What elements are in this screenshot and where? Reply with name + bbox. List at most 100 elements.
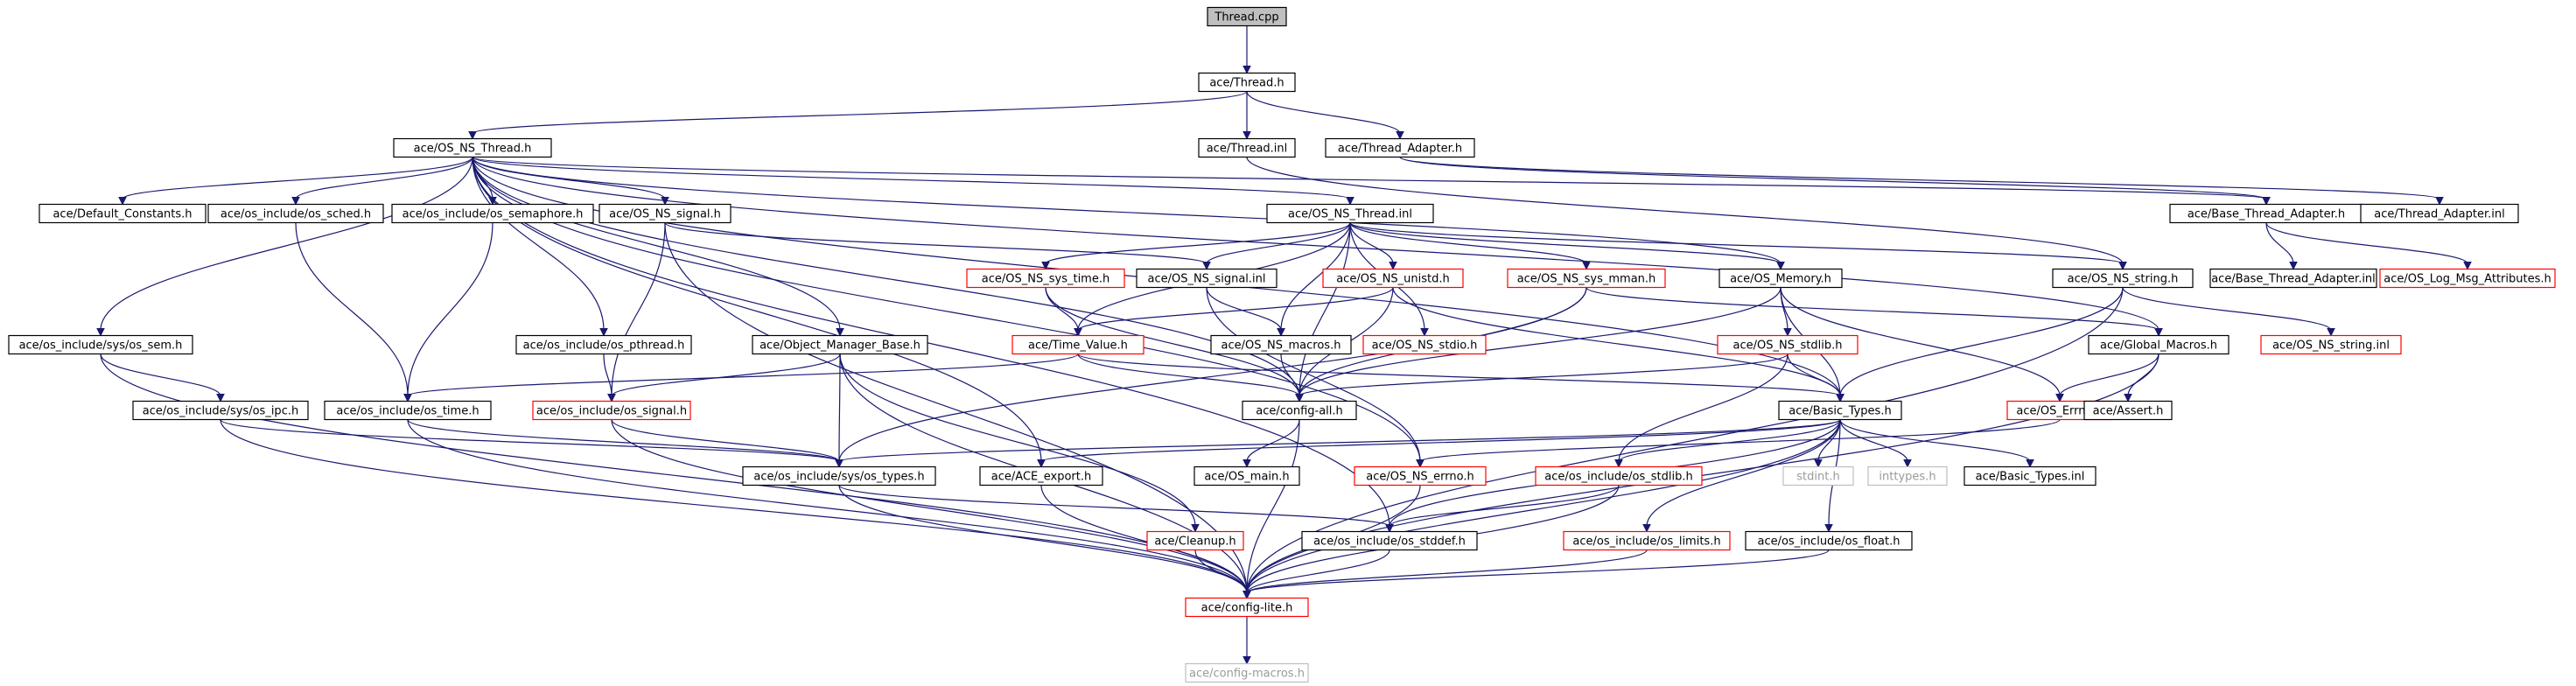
- arrowhead-os_ns_thread_inl-to-os_memory_h: [1776, 262, 1785, 270]
- node-os_main_h[interactable]: ace/OS_main.h: [1194, 466, 1300, 486]
- node-os_ns_macros_h[interactable]: ace/OS_NS_macros.h: [1210, 334, 1352, 355]
- node-os_memory_h[interactable]: ace/OS_Memory.h: [1718, 268, 1843, 289]
- node-os_stddef_h[interactable]: ace/os_include/os_stddef.h: [1301, 530, 1478, 551]
- node-label-os_ns_signal_h: ace/OS_NS_signal.h: [609, 208, 721, 221]
- node-os_sem_h[interactable]: ace/os_include/sys/os_sem.h: [8, 334, 193, 355]
- node-os_ns_sys_time_h[interactable]: ace/OS_NS_sys_time.h: [966, 268, 1125, 289]
- node-os_ns_thread_inl[interactable]: ace/OS_NS_Thread.inl: [1266, 203, 1434, 224]
- node-thread_adapter_h[interactable]: ace/Thread_Adapter.h: [1325, 137, 1475, 158]
- node-assert_h[interactable]: ace/Assert.h: [2083, 400, 2173, 421]
- node-inttypes_h[interactable]: inttypes.h: [1867, 466, 1948, 486]
- node-os_ns_signal_inl[interactable]: ace/OS_NS_signal.inl: [1136, 268, 1278, 289]
- arrowhead-os_ns_thread_inl-to-os_ns_sys_mman_h: [1582, 262, 1591, 270]
- node-os_stdlib_h[interactable]: ace/os_include/os_stdlib.h: [1535, 466, 1703, 486]
- node-os_limits_h[interactable]: ace/os_include/os_limits.h: [1563, 530, 1731, 551]
- node-basic_types_inl[interactable]: ace/Basic_Types.inl: [1964, 466, 2096, 486]
- edge-thread_adapter_h-to-base_thread_adapter_h: [1399, 156, 2267, 200]
- node-os_log_msg_attributes_h[interactable]: ace/OS_Log_Msg_Attributes.h: [2379, 268, 2556, 289]
- node-box-ace_export_h: [979, 466, 1103, 486]
- node-os_time_h[interactable]: ace/os_include/os_time.h: [324, 400, 492, 421]
- node-thread_adapter_inl[interactable]: ace/Thread_Adapter.inl: [2360, 203, 2519, 224]
- node-thread_inl[interactable]: ace/Thread.inl: [1198, 137, 1296, 158]
- node-label-os_ns_string_h: ace/OS_NS_string.h: [2068, 273, 2179, 286]
- node-label-os_ns_macros_h: ace/OS_NS_macros.h: [1222, 340, 1341, 353]
- node-global_macros_h[interactable]: ace/Global_Macros.h: [2088, 334, 2230, 355]
- node-label-os_ns_sys_mman_h: ace/OS_NS_sys_mman.h: [1517, 273, 1656, 286]
- arrowhead-thread_h-to-thread_adapter_h: [1396, 131, 1404, 140]
- node-os_ns_unistd_h[interactable]: ace/OS_NS_unistd.h: [1322, 268, 1464, 289]
- node-label-os_limits_h: ace/os_include/os_limits.h: [1572, 536, 1720, 549]
- node-os_ns_string_h[interactable]: ace/OS_NS_string.h: [2052, 268, 2194, 289]
- node-box-os_semaphore_h: [391, 203, 594, 224]
- node-label-thread_h: ace/Thread.h: [1209, 77, 1284, 90]
- node-base_thread_adapter_h[interactable]: ace/Base_Thread_Adapter.h: [2169, 203, 2363, 224]
- node-box-os_ns_string_h: [2052, 268, 2194, 289]
- arrowhead-os_ns_thread_inl-to-os_ns_string_h: [2118, 262, 2127, 270]
- node-default_constants_h[interactable]: ace/Default_Constants.h: [38, 203, 206, 224]
- node-os_ns_sys_mman_h[interactable]: ace/OS_NS_sys_mman.h: [1507, 268, 1666, 289]
- arrowhead-base_thread_adapter_h-to-base_thread_adapter_inl: [2289, 262, 2298, 270]
- node-base_thread_adapter_inl[interactable]: ace/Base_Thread_Adapter.inl: [2209, 268, 2377, 289]
- node-box-os_types_h: [742, 466, 936, 486]
- node-os_pthread_h[interactable]: ace/os_include/os_pthread.h: [515, 334, 692, 355]
- arrowhead-os_ns_thread_h-to-object_manager_base_h: [836, 328, 844, 337]
- edge-os_ns_thread_h-to-os_stddef_h: [472, 157, 1390, 527]
- node-box-thread_adapter_inl: [2360, 203, 2519, 224]
- node-config_all_h[interactable]: ace/config-all.h: [1242, 400, 1357, 421]
- node-os_types_h[interactable]: ace/os_include/sys/os_types.h: [742, 466, 936, 486]
- node-label-cleanup_h: ace/Cleanup.h: [1154, 536, 1236, 549]
- node-os_ns_stdio_h[interactable]: ace/OS_NS_stdio.h: [1362, 334, 1487, 355]
- node-label-os_ns_string_inl: ace/OS_NS_string.inl: [2272, 340, 2390, 353]
- node-config_lite_h[interactable]: ace/config-lite.h: [1185, 597, 1309, 618]
- node-label-thread_inl: ace/Thread.inl: [1207, 143, 1288, 156]
- edge-os_memory_h-to-os_errno_h: [1780, 287, 2061, 396]
- node-box-os_ns_unistd_h: [1322, 268, 1464, 289]
- node-basic_types_h[interactable]: ace/Basic_Types.h: [1778, 400, 1902, 421]
- edge-os_ns_signal_h-to-os_signal_h: [611, 222, 666, 396]
- node-box-os_ns_errno_h: [1354, 466, 1487, 486]
- arrowhead-global_macros_h-to-assert_h: [2124, 394, 2132, 402]
- arrowhead-os_ns_thread_h-to-os_sched_h: [291, 197, 300, 206]
- edge-basic_types_h-to-ace_export_h: [1040, 418, 1841, 463]
- arrowhead-os_memory_h-to-os_ns_stdlib_h: [1783, 328, 1792, 337]
- node-box-cleanup_h: [1146, 530, 1244, 551]
- node-os_ns_stdlib_h[interactable]: ace/OS_NS_stdlib.h: [1717, 334, 1858, 355]
- node-label-os_errno_h: ace/OS_Errno.h: [2016, 405, 2103, 418]
- node-os_ns_thread_h[interactable]: ace/OS_NS_Thread.h: [393, 137, 552, 158]
- node-os_ns_errno_h[interactable]: ace/OS_NS_errno.h: [1354, 466, 1487, 486]
- node-time_value_h[interactable]: ace/Time_Value.h: [1012, 334, 1144, 355]
- node-box-basic_types_inl: [1964, 466, 2096, 486]
- node-os_ipc_h[interactable]: ace/os_include/sys/os_ipc.h: [132, 400, 309, 421]
- node-label-os_ns_unistd_h: ace/OS_NS_unistd.h: [1336, 273, 1450, 286]
- node-object_manager_base_h[interactable]: ace/Object_Manager_Base.h: [752, 334, 928, 355]
- edge-os_memory_h-to-config_all_h: [1298, 287, 1782, 396]
- edge-global_macros_h-to-os_errno_h: [2059, 354, 2160, 396]
- node-os_semaphore_h[interactable]: ace/os_include/os_semaphore.h: [391, 203, 594, 224]
- node-thread_h[interactable]: ace/Thread.h: [1198, 72, 1296, 93]
- arrowhead-time_value_h-to-os_time_h: [403, 394, 412, 402]
- edge-thread_h-to-os_ns_thread_h: [472, 90, 1248, 135]
- node-box-default_constants_h: [38, 203, 206, 224]
- node-stdint_h[interactable]: stdint.h: [1782, 466, 1854, 486]
- node-thread_cpp[interactable]: Thread.cpp: [1207, 6, 1287, 27]
- node-box-global_macros_h: [2088, 334, 2230, 355]
- node-ace_export_h[interactable]: ace/ACE_export.h: [979, 466, 1103, 486]
- arrowhead-basic_types_h-to-os_limits_h: [1642, 524, 1651, 533]
- arrowhead-config_lite_h-to-config_macros_h: [1242, 656, 1251, 665]
- node-cleanup_h[interactable]: ace/Cleanup.h: [1146, 530, 1244, 551]
- node-box-config_all_h: [1242, 400, 1357, 421]
- node-box-os_ns_sys_time_h: [966, 268, 1125, 289]
- node-os_ns_string_inl[interactable]: ace/OS_NS_string.inl: [2260, 334, 2402, 355]
- node-os_float_h[interactable]: ace/os_include/os_float.h: [1745, 530, 1913, 551]
- arrowhead-os_ns_stdlib_h-to-config_all_h: [1295, 394, 1304, 402]
- node-label-os_sched_h: ace/os_include/os_sched.h: [220, 208, 371, 221]
- node-os_sched_h[interactable]: ace/os_include/os_sched.h: [207, 203, 384, 224]
- node-config_macros_h[interactable]: ace/config-macros.h: [1185, 662, 1309, 683]
- edge-os_time_h-to-config_lite_h: [407, 419, 1248, 593]
- node-box-os_stdlib_h: [1535, 466, 1703, 486]
- edge-basic_types_h-to-os_limits_h: [1646, 419, 1841, 527]
- node-box-os_ipc_h: [132, 400, 309, 421]
- node-os_ns_signal_h[interactable]: ace/OS_NS_signal.h: [598, 203, 732, 224]
- edge-os_ns_signal_h-to-config_lite_h: [664, 222, 1248, 593]
- node-os_signal_h[interactable]: ace/os_include/os_signal.h: [532, 400, 691, 421]
